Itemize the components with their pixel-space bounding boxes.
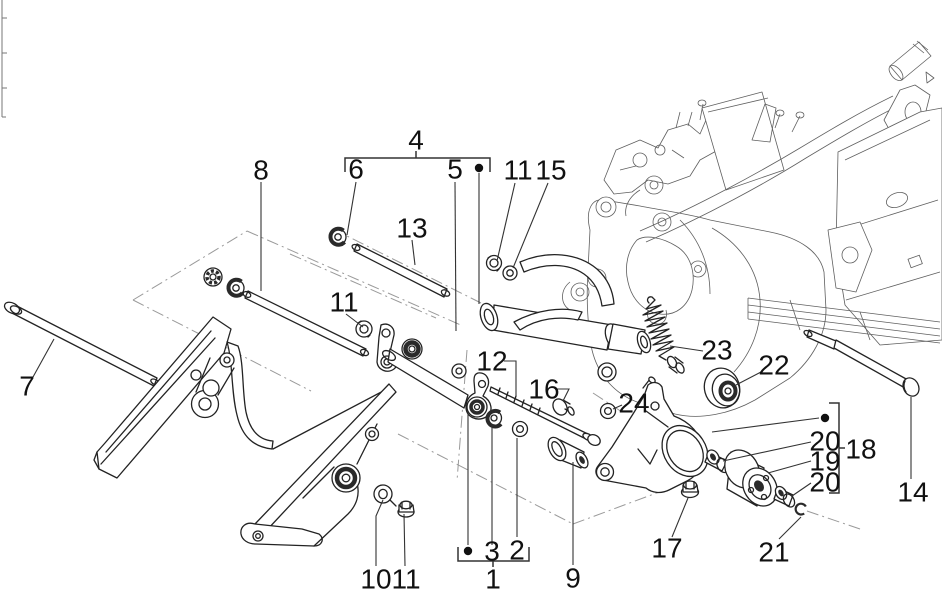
callout-12: 12 <box>476 346 507 377</box>
leader-lines <box>32 173 912 567</box>
callout-23: 23 <box>701 335 732 366</box>
bullet-dot-group4 <box>474 163 484 173</box>
link-rod-assembly <box>376 323 492 420</box>
callout-6: 6 <box>348 154 364 185</box>
washer-24 <box>599 402 617 420</box>
spring-23 <box>642 296 685 374</box>
callout-8: 8 <box>253 155 269 186</box>
bullet-dot-group18 <box>820 413 830 423</box>
nut-11-lower <box>397 500 415 518</box>
callout-labels: 7 8 4 6 5 11 15 13 11 12 16 24 23 22 14 … <box>19 125 928 595</box>
bearing-and-bushing <box>203 267 245 298</box>
pin-8 <box>242 290 370 357</box>
nut-17 <box>680 480 700 499</box>
callout-20-lower: 20 <box>809 467 840 498</box>
callout-1: 1 <box>485 564 501 595</box>
bushing-20-left <box>704 449 730 474</box>
assembly-bullet-dots <box>463 163 830 556</box>
frame-border-ruler <box>1 0 7 118</box>
right-support-bracket <box>240 383 397 547</box>
bushing-10 <box>373 484 397 507</box>
callout-7: 7 <box>19 371 35 402</box>
pin-13 <box>351 243 451 298</box>
callout-4: 4 <box>408 125 424 156</box>
ring-bushing <box>597 362 617 382</box>
left-support-bracket <box>93 316 388 479</box>
washer-15 <box>502 265 518 281</box>
callout-21: 21 <box>758 537 789 568</box>
bolt-14 <box>803 329 920 397</box>
mount-bracket <box>595 376 709 494</box>
callout-5: 5 <box>447 154 463 185</box>
group-brackets <box>344 151 845 567</box>
nut-11-upper <box>485 254 503 272</box>
bushing-3 <box>485 408 503 429</box>
callout-17: 17 <box>651 533 682 564</box>
callout-11-upper: 11 <box>503 155 532 186</box>
callout-24: 24 <box>618 388 649 419</box>
callout-19: 19 <box>809 446 840 477</box>
stud-12 <box>489 386 601 447</box>
callout-14: 14 <box>897 477 928 508</box>
screw-16 <box>552 398 575 416</box>
callout-9: 9 <box>565 563 581 594</box>
bullet-dot-group1 <box>463 546 473 556</box>
washer-2 <box>511 420 529 438</box>
circlip-21 <box>794 502 807 516</box>
callout-3: 3 <box>484 536 500 567</box>
callout-11-mid: 11 <box>329 287 358 318</box>
callout-18: 18 <box>845 434 876 465</box>
roller-19 <box>724 449 778 507</box>
callout-20-upper: 20 <box>809 426 840 457</box>
callout-16: 16 <box>528 374 559 405</box>
bushing-6 <box>328 226 347 247</box>
damper-22 <box>703 367 741 409</box>
callout-11-lower: 11 <box>391 564 420 595</box>
sleeve-9 <box>547 436 589 469</box>
callout-15: 15 <box>535 155 566 186</box>
swinging-arm-rocker <box>479 254 652 355</box>
callout-13: 13 <box>396 213 427 244</box>
bushing-20-right <box>773 485 796 508</box>
callout-2: 2 <box>509 535 525 566</box>
callout-22: 22 <box>758 350 789 381</box>
callout-10: 10 <box>360 564 391 595</box>
engine-illustration <box>562 40 942 417</box>
